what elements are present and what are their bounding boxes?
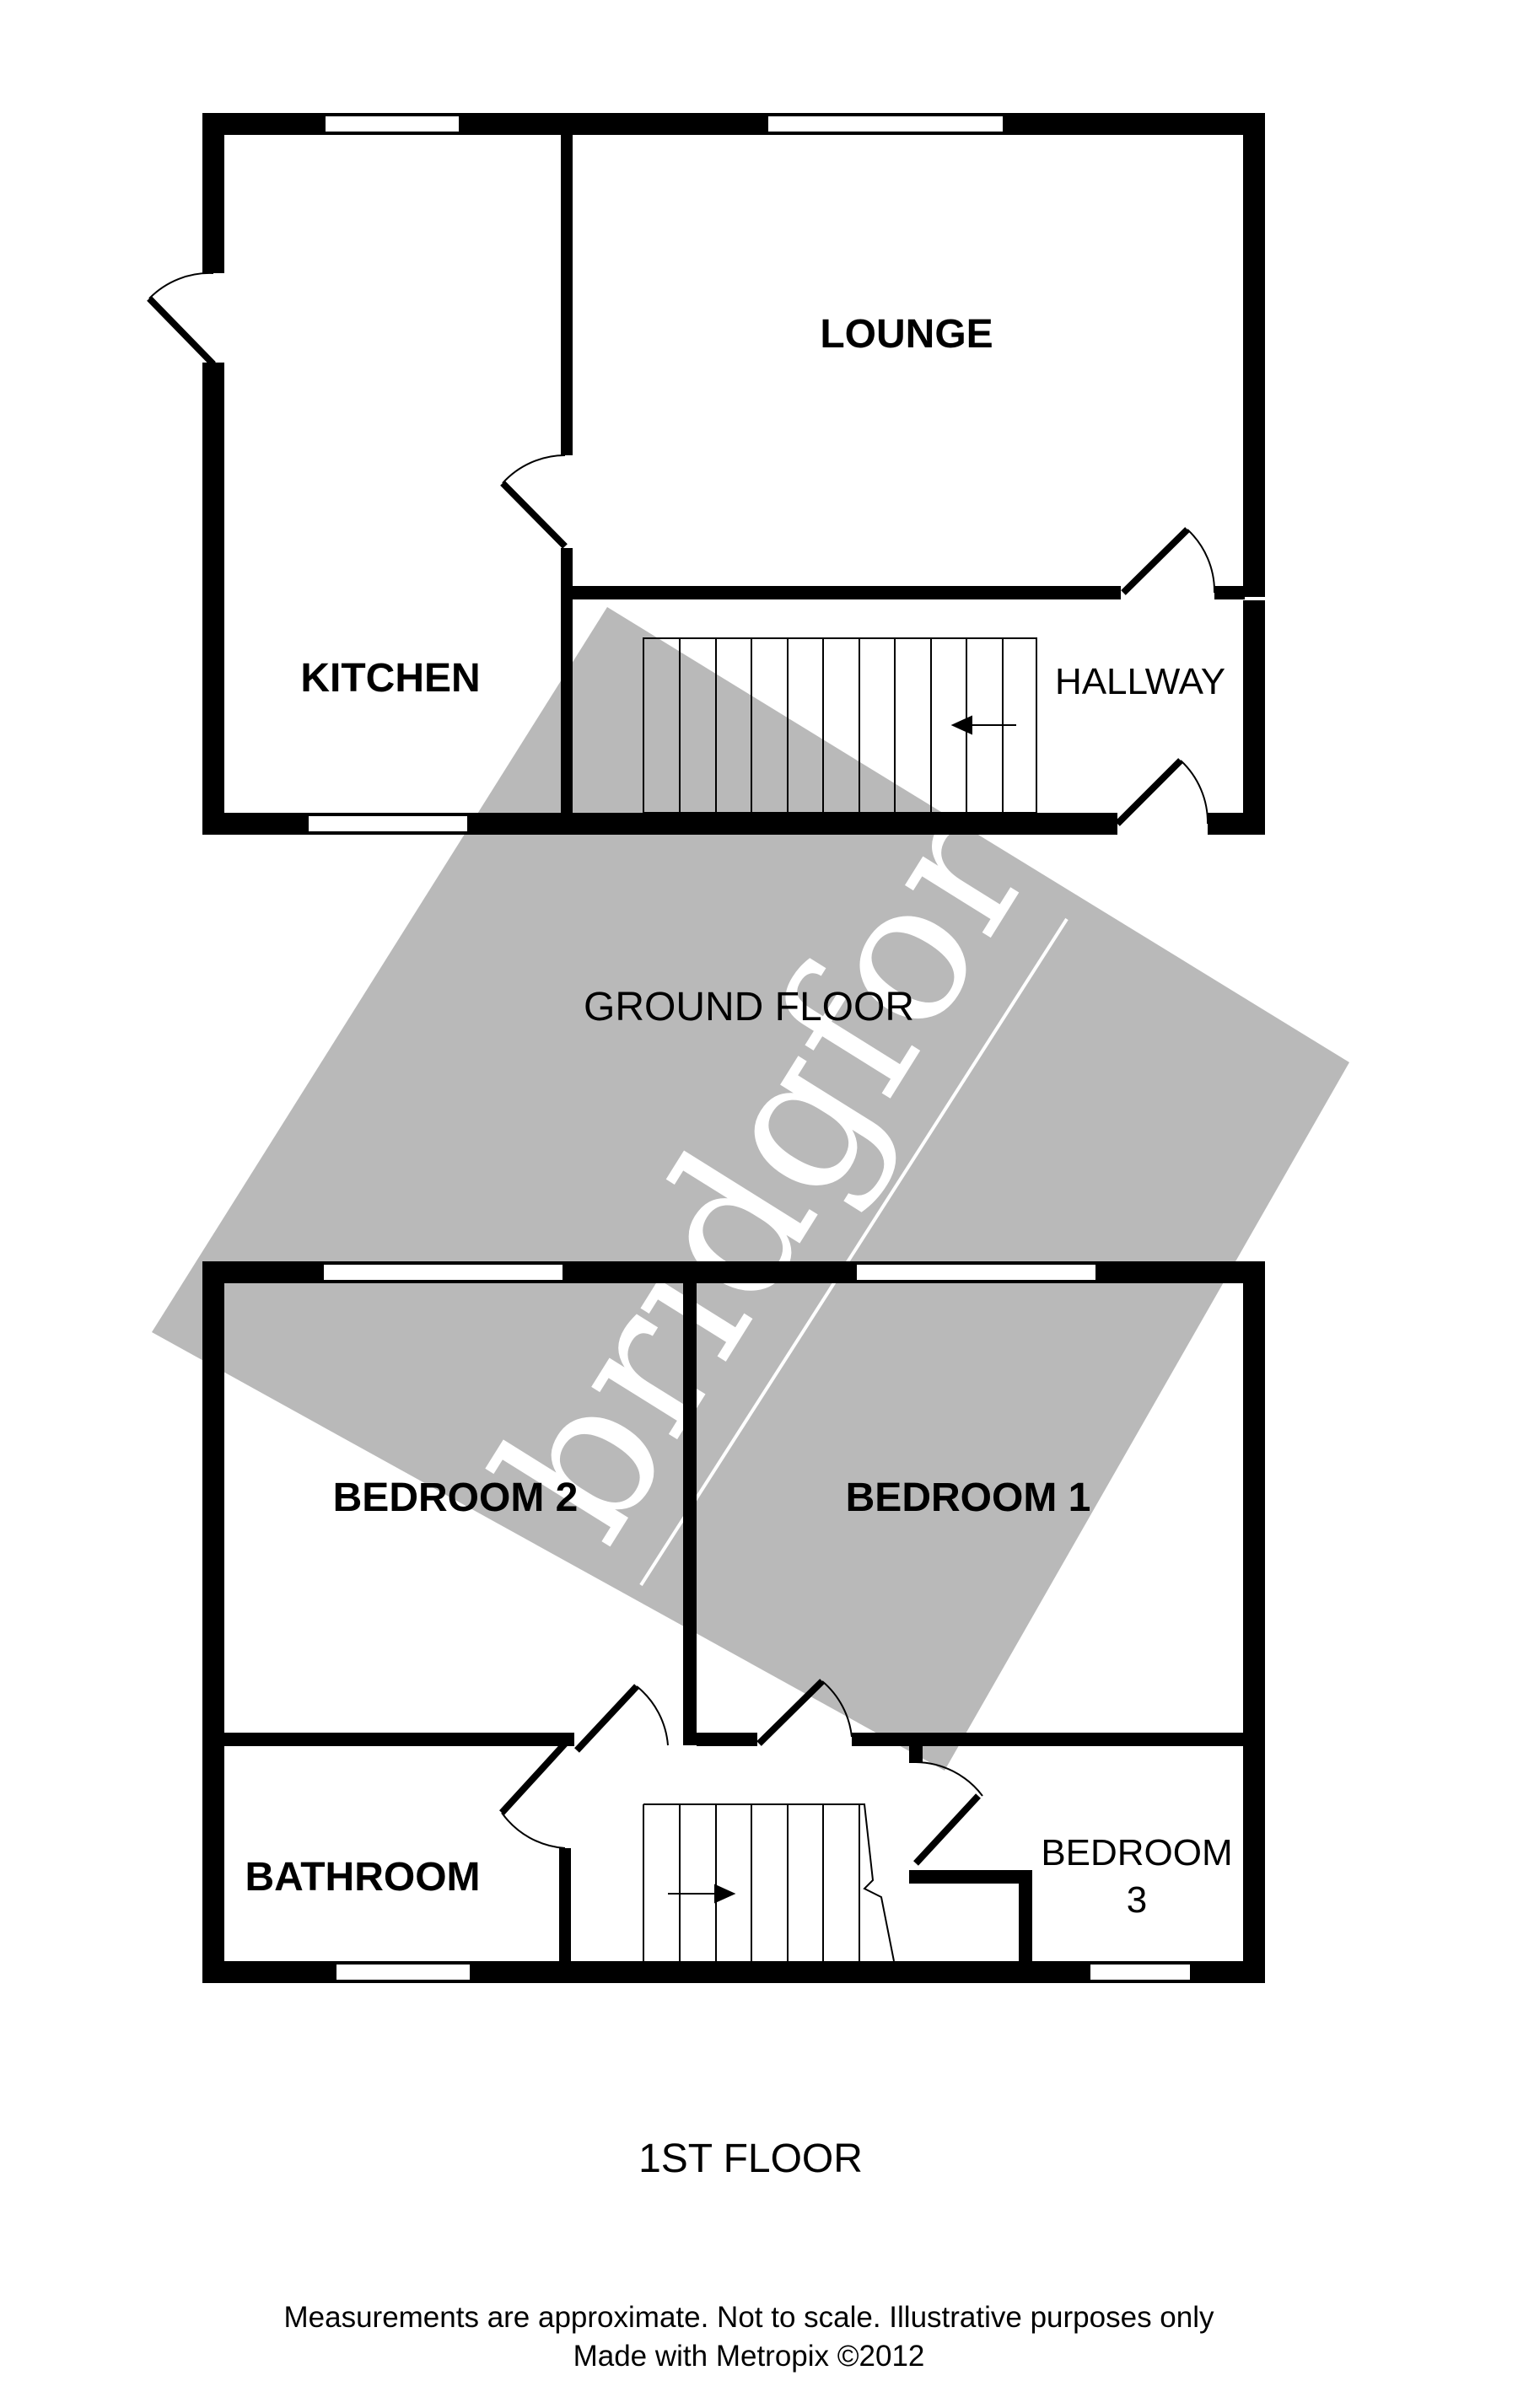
room-label-kitchen: KITCHEN xyxy=(300,656,480,701)
room-label-bedroom-3: BEDROOM xyxy=(1041,1832,1232,1873)
first-floor-stairs xyxy=(643,1803,895,1962)
ground-floor-windows xyxy=(307,115,1004,833)
watermark-diamond xyxy=(152,607,1349,1771)
room-label-bedroom-1: BEDROOM 1 xyxy=(846,1475,1091,1520)
room-label-bedroom-3-number: 3 xyxy=(1127,1879,1147,1921)
first-floor-doors xyxy=(499,1679,983,1866)
room-label-bedroom-2: BEDROOM 2 xyxy=(333,1475,579,1520)
ground-floor-doors xyxy=(147,271,1216,826)
floor-label-ground: GROUND FLOOR xyxy=(584,985,914,1029)
watermark: bridgfords xyxy=(152,582,1349,1771)
floor-label-first: 1ST FLOOR xyxy=(638,2137,863,2181)
room-label-bathroom: BATHROOM xyxy=(245,1855,480,1900)
first-floor-windows xyxy=(322,1263,1192,1981)
footer-disclaimer: Measurements are approximate. Not to sca… xyxy=(283,2301,1214,2334)
ground-floor-stairs xyxy=(643,637,1037,814)
watermark-rule xyxy=(639,917,1069,1587)
room-label-hallway: HALLWAY xyxy=(1055,661,1225,702)
footer-credit: Made with Metropix ©2012 xyxy=(573,2340,925,2373)
room-label-lounge: LOUNGE xyxy=(820,312,993,357)
